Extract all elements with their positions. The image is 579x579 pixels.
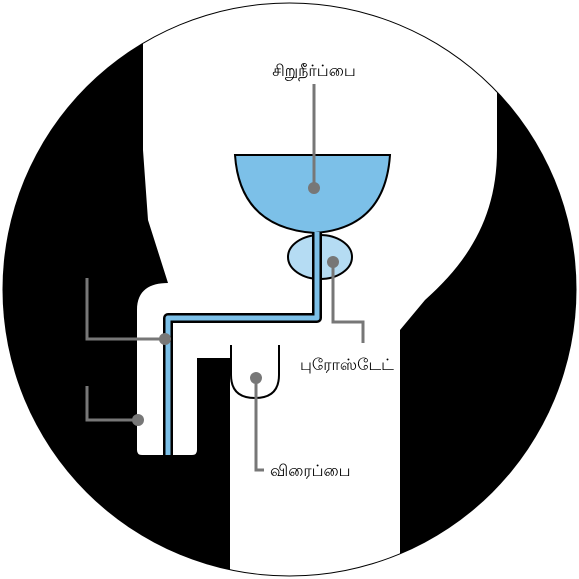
dot-urethra [159, 333, 171, 345]
label-prostate: புரோஸ்டேட் [300, 355, 394, 374]
dot-testis [250, 372, 262, 384]
dot-penis [132, 414, 144, 426]
label-bladder: சிறுநீர்ப்பை [272, 61, 355, 81]
dot-prostate [327, 256, 339, 268]
label-urethra-line1: சிறுநீர்க் [48, 231, 103, 251]
label-testis: விரைப்பை [270, 461, 351, 480]
label-urethra-line2: குழாய் [54, 252, 103, 272]
label-penis: ஆண்குறி [35, 365, 103, 385]
dot-bladder [308, 182, 320, 194]
